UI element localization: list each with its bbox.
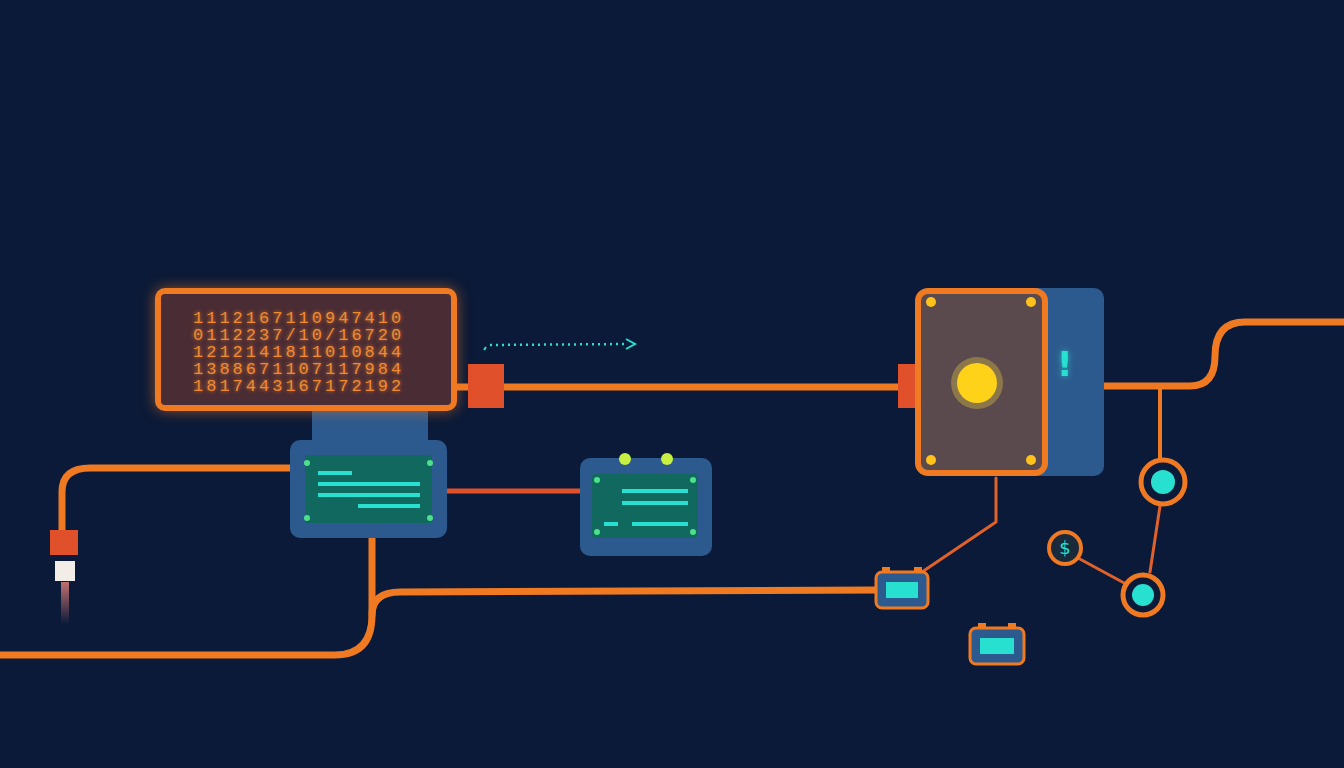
device-box: ! <box>915 288 1105 476</box>
wire-plug <box>898 364 916 408</box>
display-panel: 1112167110947410 0112237/10/16720 121214… <box>155 288 457 411</box>
wire-connector <box>457 384 915 391</box>
currency-mark: $ <box>1047 530 1083 566</box>
coin-circle: $ <box>1047 530 1083 566</box>
device-shape <box>915 288 1105 476</box>
alert-mark: ! <box>1057 346 1073 382</box>
digit-readout: 1112167110947410 0112237/10/16720 121214… <box>193 310 411 395</box>
wire-plug <box>468 364 504 408</box>
